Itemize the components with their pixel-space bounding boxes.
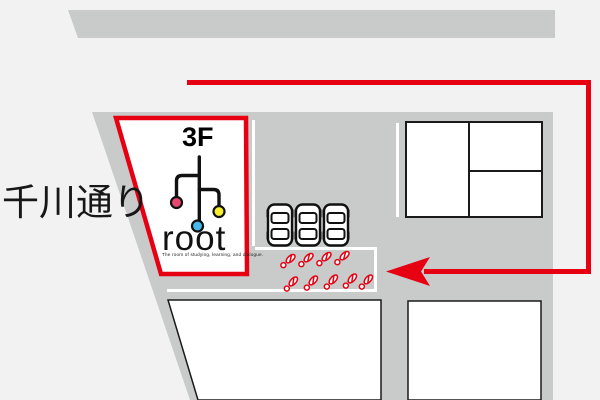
car-icon bbox=[265, 203, 295, 247]
destination-building bbox=[113, 115, 250, 277]
parked-cars bbox=[265, 203, 351, 247]
car-icon bbox=[321, 203, 351, 247]
root-logo-icon bbox=[169, 155, 226, 233]
street-name-label: 千川通り bbox=[2, 182, 150, 223]
building-bottom-left bbox=[166, 299, 382, 400]
brand-name-label: root bbox=[162, 219, 227, 258]
walkway-border bbox=[167, 247, 377, 292]
brand-tagline-label: The room of studying, learning, and dial… bbox=[162, 252, 264, 257]
logo-dot-blue bbox=[190, 219, 205, 233]
logo-dot-pink bbox=[169, 195, 184, 210]
route-line bbox=[187, 80, 591, 274]
top-road bbox=[68, 10, 555, 38]
car-icon bbox=[293, 203, 323, 247]
building-bottom-right bbox=[407, 300, 542, 400]
floor-label: 3F bbox=[182, 122, 214, 152]
building-right bbox=[405, 121, 543, 218]
route-arrowhead bbox=[386, 257, 430, 286]
logo-dot-yellow bbox=[212, 204, 226, 219]
